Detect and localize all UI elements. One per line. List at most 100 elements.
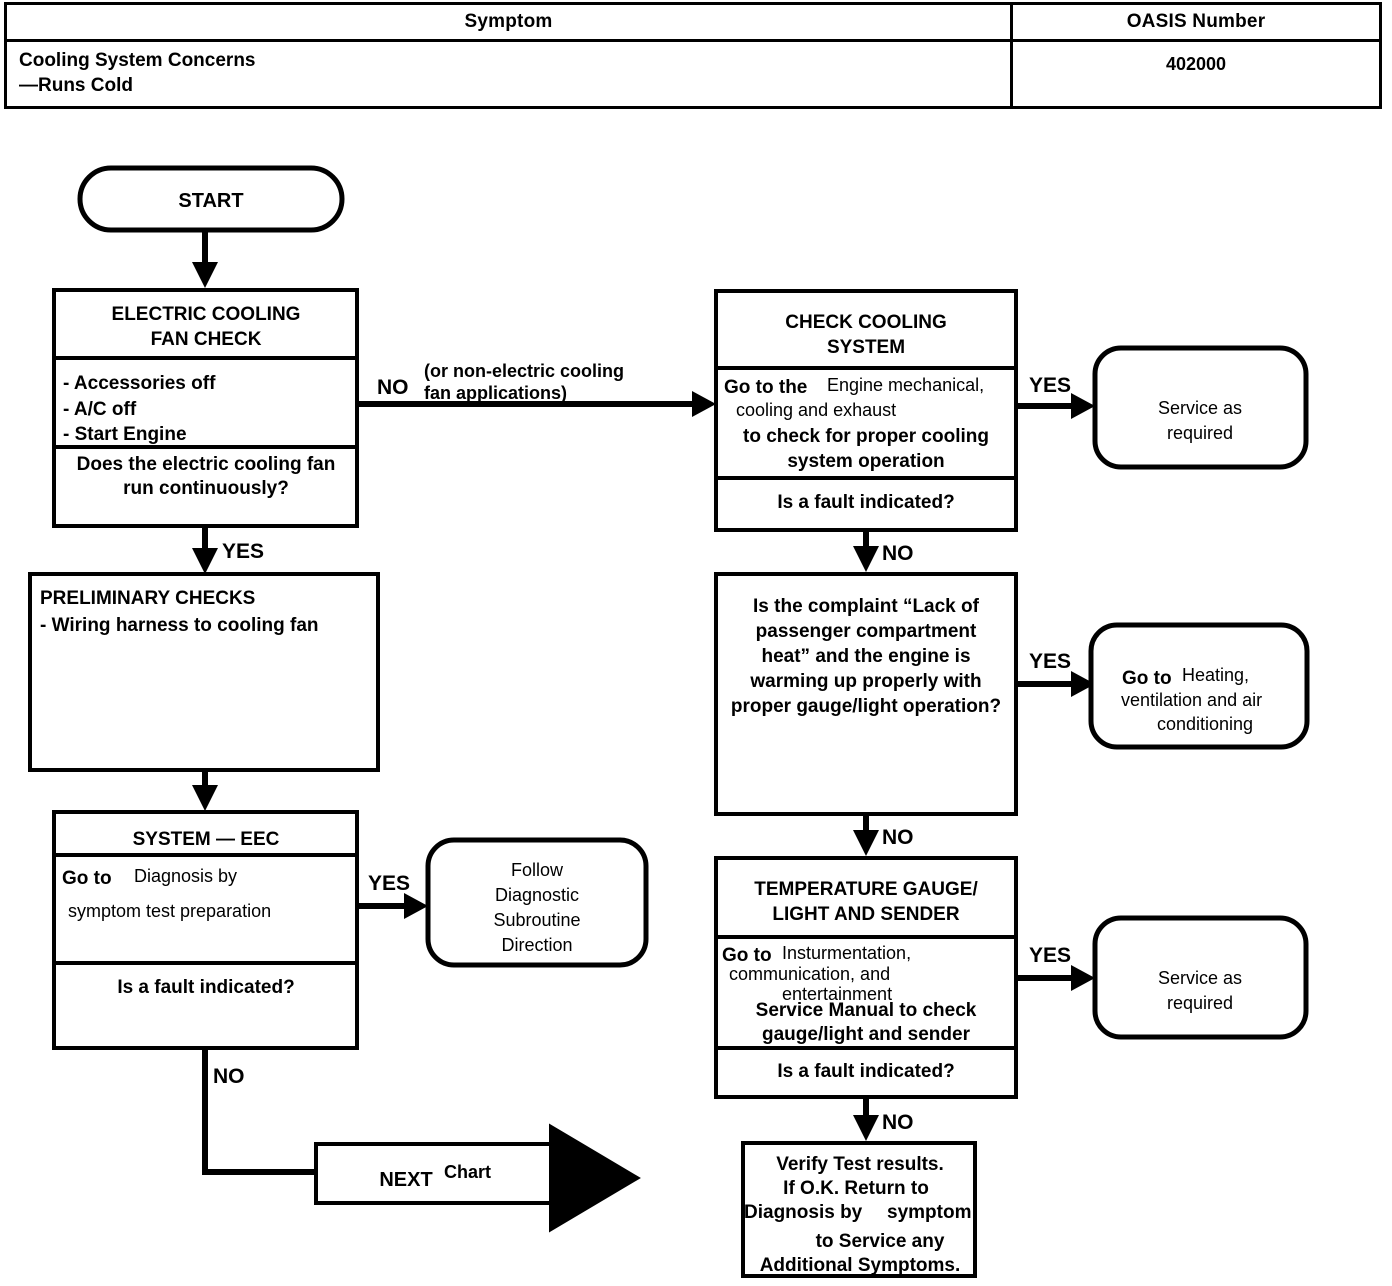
node-goto-hvac: Go to Heating, ventilation and air condi… xyxy=(1088,622,1310,750)
connector-eec-yes: YES xyxy=(357,872,428,919)
connector-fan-check-yes: YES xyxy=(192,526,264,574)
service-required-top-line-2: required xyxy=(1167,423,1233,443)
temp-gauge-box xyxy=(714,856,1018,1099)
cell-oasis-number: 402000 xyxy=(1010,39,1382,109)
verify-line-1: Verify Test results. xyxy=(776,1154,944,1175)
node-follow-diagnostic-subroutine: Follow Diagnostic Subroutine Direction xyxy=(425,837,649,968)
next-chart-suffix: Chart xyxy=(444,1162,491,1182)
preliminary-checks-title: PRELIMINARY CHECKS xyxy=(40,588,255,609)
label-no-complaint: NO xyxy=(882,826,914,849)
goto-hvac-shape xyxy=(1088,622,1310,750)
arrowhead-right xyxy=(404,893,428,919)
preliminary-checks-box xyxy=(28,572,380,772)
node-next-chart: NEXT Chart xyxy=(314,1123,641,1233)
connector-temp-gauge-no: NO xyxy=(853,1097,914,1141)
service-required-top-line-1: Service as xyxy=(1158,398,1242,418)
follow-subroutine-line-4: Direction xyxy=(501,935,572,955)
system-eec-title: SYSTEM — EEC xyxy=(133,829,280,850)
follow-subroutine-line-2: Diagnostic xyxy=(495,885,579,905)
fan-check-step-3: - Start Engine xyxy=(63,424,187,445)
connector-start-to-fan-check xyxy=(192,230,218,288)
complaint-line-2: passenger compartment xyxy=(756,621,977,642)
check-cooling-title-line-1: CHECK COOLING xyxy=(785,312,947,333)
arrowhead-right xyxy=(1071,671,1095,697)
system-eec-box xyxy=(52,810,359,1050)
follow-subroutine-line-1: Follow xyxy=(511,860,564,880)
label-yes-check-cooling: YES xyxy=(1029,374,1071,397)
temp-gauge-body-line-1: Service Manual to check xyxy=(756,1000,977,1021)
table-header-row: Symptom OASIS Number xyxy=(4,2,1382,42)
temp-gauge-goto-prefix: Go to xyxy=(722,945,772,966)
complaint-line-3: heat” and the engine is xyxy=(761,646,970,667)
label-yes-temp-gauge: YES xyxy=(1029,944,1071,967)
note-non-electric-line-1: (or non-electric cooling xyxy=(424,361,624,381)
connector-check-cooling-yes: YES xyxy=(1016,374,1095,419)
arrowhead-down xyxy=(192,262,218,288)
temp-gauge-title-line-1: TEMPERATURE GAUGE/ xyxy=(754,879,978,900)
label-no-fan-check: NO xyxy=(377,376,409,399)
next-chart-arrowhead xyxy=(549,1125,639,1231)
next-chart-label: NEXT xyxy=(379,1169,432,1191)
arrowhead-down xyxy=(192,785,218,811)
arrowhead-down xyxy=(853,546,879,572)
fan-check-step-2: - A/C off xyxy=(63,399,137,420)
symptom-line-2: —Runs Cold xyxy=(19,75,133,97)
system-eec-goto-ref-line-1: Diagnosis by xyxy=(134,866,237,886)
complaint-line-4: warming up properly with xyxy=(749,671,981,692)
check-cooling-question: Is a fault indicated? xyxy=(777,492,954,513)
column-header-symptom: Symptom xyxy=(4,2,1013,42)
label-yes-fan-check: YES xyxy=(222,540,264,563)
connector-temp-gauge-yes: YES xyxy=(1016,944,1095,991)
service-required-top-shape xyxy=(1092,345,1309,470)
connector-complaint-yes: YES xyxy=(1016,650,1095,697)
temp-gauge-title-line-2: LIGHT AND SENDER xyxy=(772,904,959,925)
service-required-bottom-line-2: required xyxy=(1167,993,1233,1013)
fan-check-step-1: - Accessories off xyxy=(63,373,216,394)
temp-gauge-goto-ref-line-3: entertainment xyxy=(782,984,892,1004)
goto-hvac-ref-line-3: conditioning xyxy=(1157,714,1253,734)
check-cooling-body-line-2: system operation xyxy=(787,451,944,472)
arrowhead-down xyxy=(192,548,218,574)
node-electric-cooling-fan-check: ELECTRIC COOLING FAN CHECK - Accessories… xyxy=(52,288,359,528)
check-cooling-goto-prefix: Go to the xyxy=(724,377,807,398)
connector-complaint-no: NO xyxy=(853,814,914,856)
system-eec-goto-prefix: Go to xyxy=(62,868,112,889)
connector-prelim-to-eec xyxy=(192,770,218,811)
fan-check-title-line-2: FAN CHECK xyxy=(151,329,262,350)
check-cooling-body-line-1: to check for proper cooling xyxy=(743,426,989,447)
symptom-header-table: Symptom OASIS Number Cooling System Conc… xyxy=(4,2,1382,109)
arrowhead-right xyxy=(1071,393,1095,419)
oasis-number-value: 402000 xyxy=(1165,54,1227,74)
preliminary-checks-item: - Wiring harness to cooling fan xyxy=(40,615,319,636)
service-required-bottom-line-1: Service as xyxy=(1158,968,1242,988)
start-label: START xyxy=(178,190,243,212)
node-service-as-required-bottom: Service as required xyxy=(1092,915,1309,1040)
verify-line-4: to Service any xyxy=(816,1231,945,1252)
check-cooling-goto-ref-line-2: cooling and exhaust xyxy=(736,400,896,420)
note-non-electric-line-2: fan applications) xyxy=(424,383,567,403)
table-row: Cooling System Concerns —Runs Cold 40200… xyxy=(4,39,1382,109)
node-complaint-question: Is the complaint “Lack of passenger comp… xyxy=(714,572,1018,816)
arrowhead-down xyxy=(853,830,879,856)
label-no-eec: NO xyxy=(213,1065,245,1088)
temp-gauge-goto-ref-line-2: communication, and xyxy=(729,964,890,984)
cell-symptom: Cooling System Concerns —Runs Cold xyxy=(4,39,1013,109)
connector-fan-check-no: NO (or non-electric cooling fan applicat… xyxy=(357,361,716,417)
node-check-cooling-system: CHECK COOLING SYSTEM Go to the Engine me… xyxy=(714,289,1018,532)
system-eec-goto-ref-line-2: symptom test preparation xyxy=(68,901,271,921)
service-required-bottom-shape xyxy=(1092,915,1309,1040)
column-header-oasis-number: OASIS Number xyxy=(1010,2,1382,42)
check-cooling-goto-ref-line-1: Engine mechanical, xyxy=(827,375,984,395)
verify-line-5: Additional Symptoms. xyxy=(760,1255,961,1276)
system-eec-question: Is a fault indicated? xyxy=(117,977,294,998)
symptom-line-1: Cooling System Concerns xyxy=(19,50,256,71)
connector-check-cooling-no: NO xyxy=(853,530,914,572)
verify-line-2: If O.K. Return to xyxy=(783,1178,929,1199)
check-cooling-system-box xyxy=(714,289,1018,532)
fan-check-question-line-2: run continuously? xyxy=(123,478,289,499)
temp-gauge-body-line-2: gauge/light and sender xyxy=(762,1024,971,1045)
node-service-as-required-top: Service as required xyxy=(1092,345,1309,470)
label-no-check-cooling: NO xyxy=(882,542,914,565)
goto-hvac-ref-line-1: Heating, xyxy=(1182,665,1249,685)
